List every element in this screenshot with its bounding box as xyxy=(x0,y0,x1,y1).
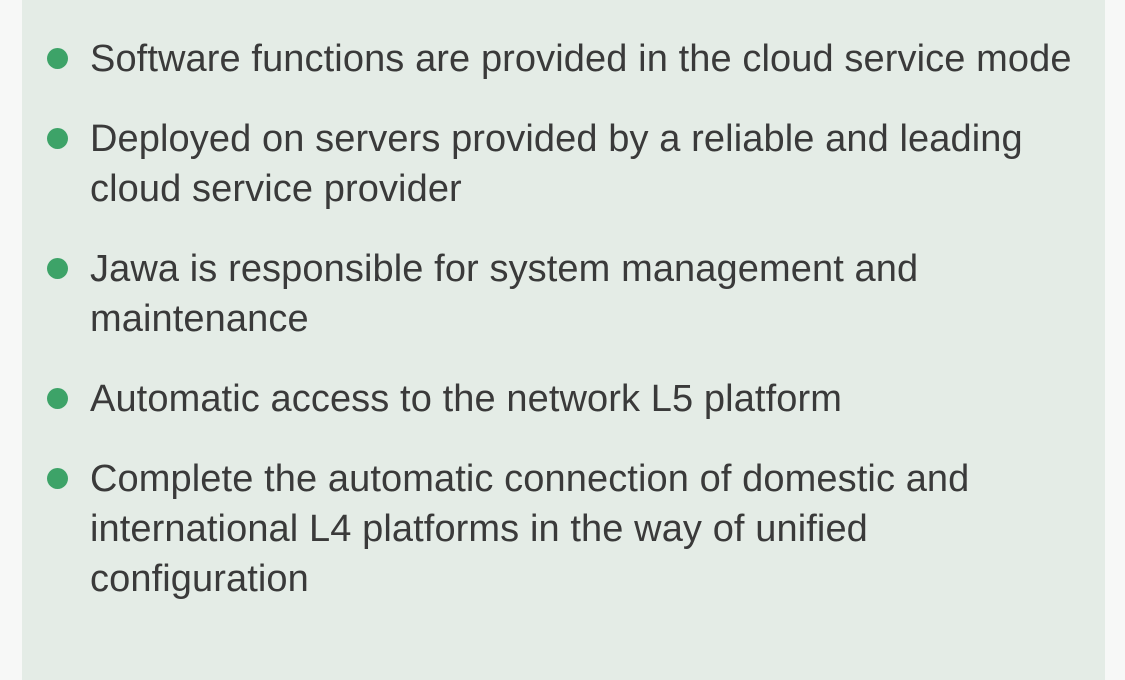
list-item-label: Complete the automatic connection of dom… xyxy=(90,458,970,600)
list-item-label: Jawa is responsible for system managemen… xyxy=(90,248,919,340)
feature-bullet-list: Software functions are provided in the c… xyxy=(47,34,1077,604)
list-item: Complete the automatic connection of dom… xyxy=(47,454,1077,604)
list-item-label: Deployed on servers provided by a reliab… xyxy=(90,118,1023,210)
list-item-label: Automatic access to the network L5 platf… xyxy=(90,378,842,420)
list-item: Deployed on servers provided by a reliab… xyxy=(47,114,1077,214)
bullet-dot-icon xyxy=(47,48,68,69)
list-item: Jawa is responsible for system managemen… xyxy=(47,244,1077,344)
bullet-dot-icon xyxy=(47,468,68,489)
list-item-label: Software functions are provided in the c… xyxy=(90,38,1072,80)
list-item: Automatic access to the network L5 platf… xyxy=(47,374,1077,424)
content-panel: Software functions are provided in the c… xyxy=(22,0,1105,680)
bullet-dot-icon xyxy=(47,258,68,279)
bullet-dot-icon xyxy=(47,128,68,149)
list-item: Software functions are provided in the c… xyxy=(47,34,1077,84)
bullet-dot-icon xyxy=(47,388,68,409)
